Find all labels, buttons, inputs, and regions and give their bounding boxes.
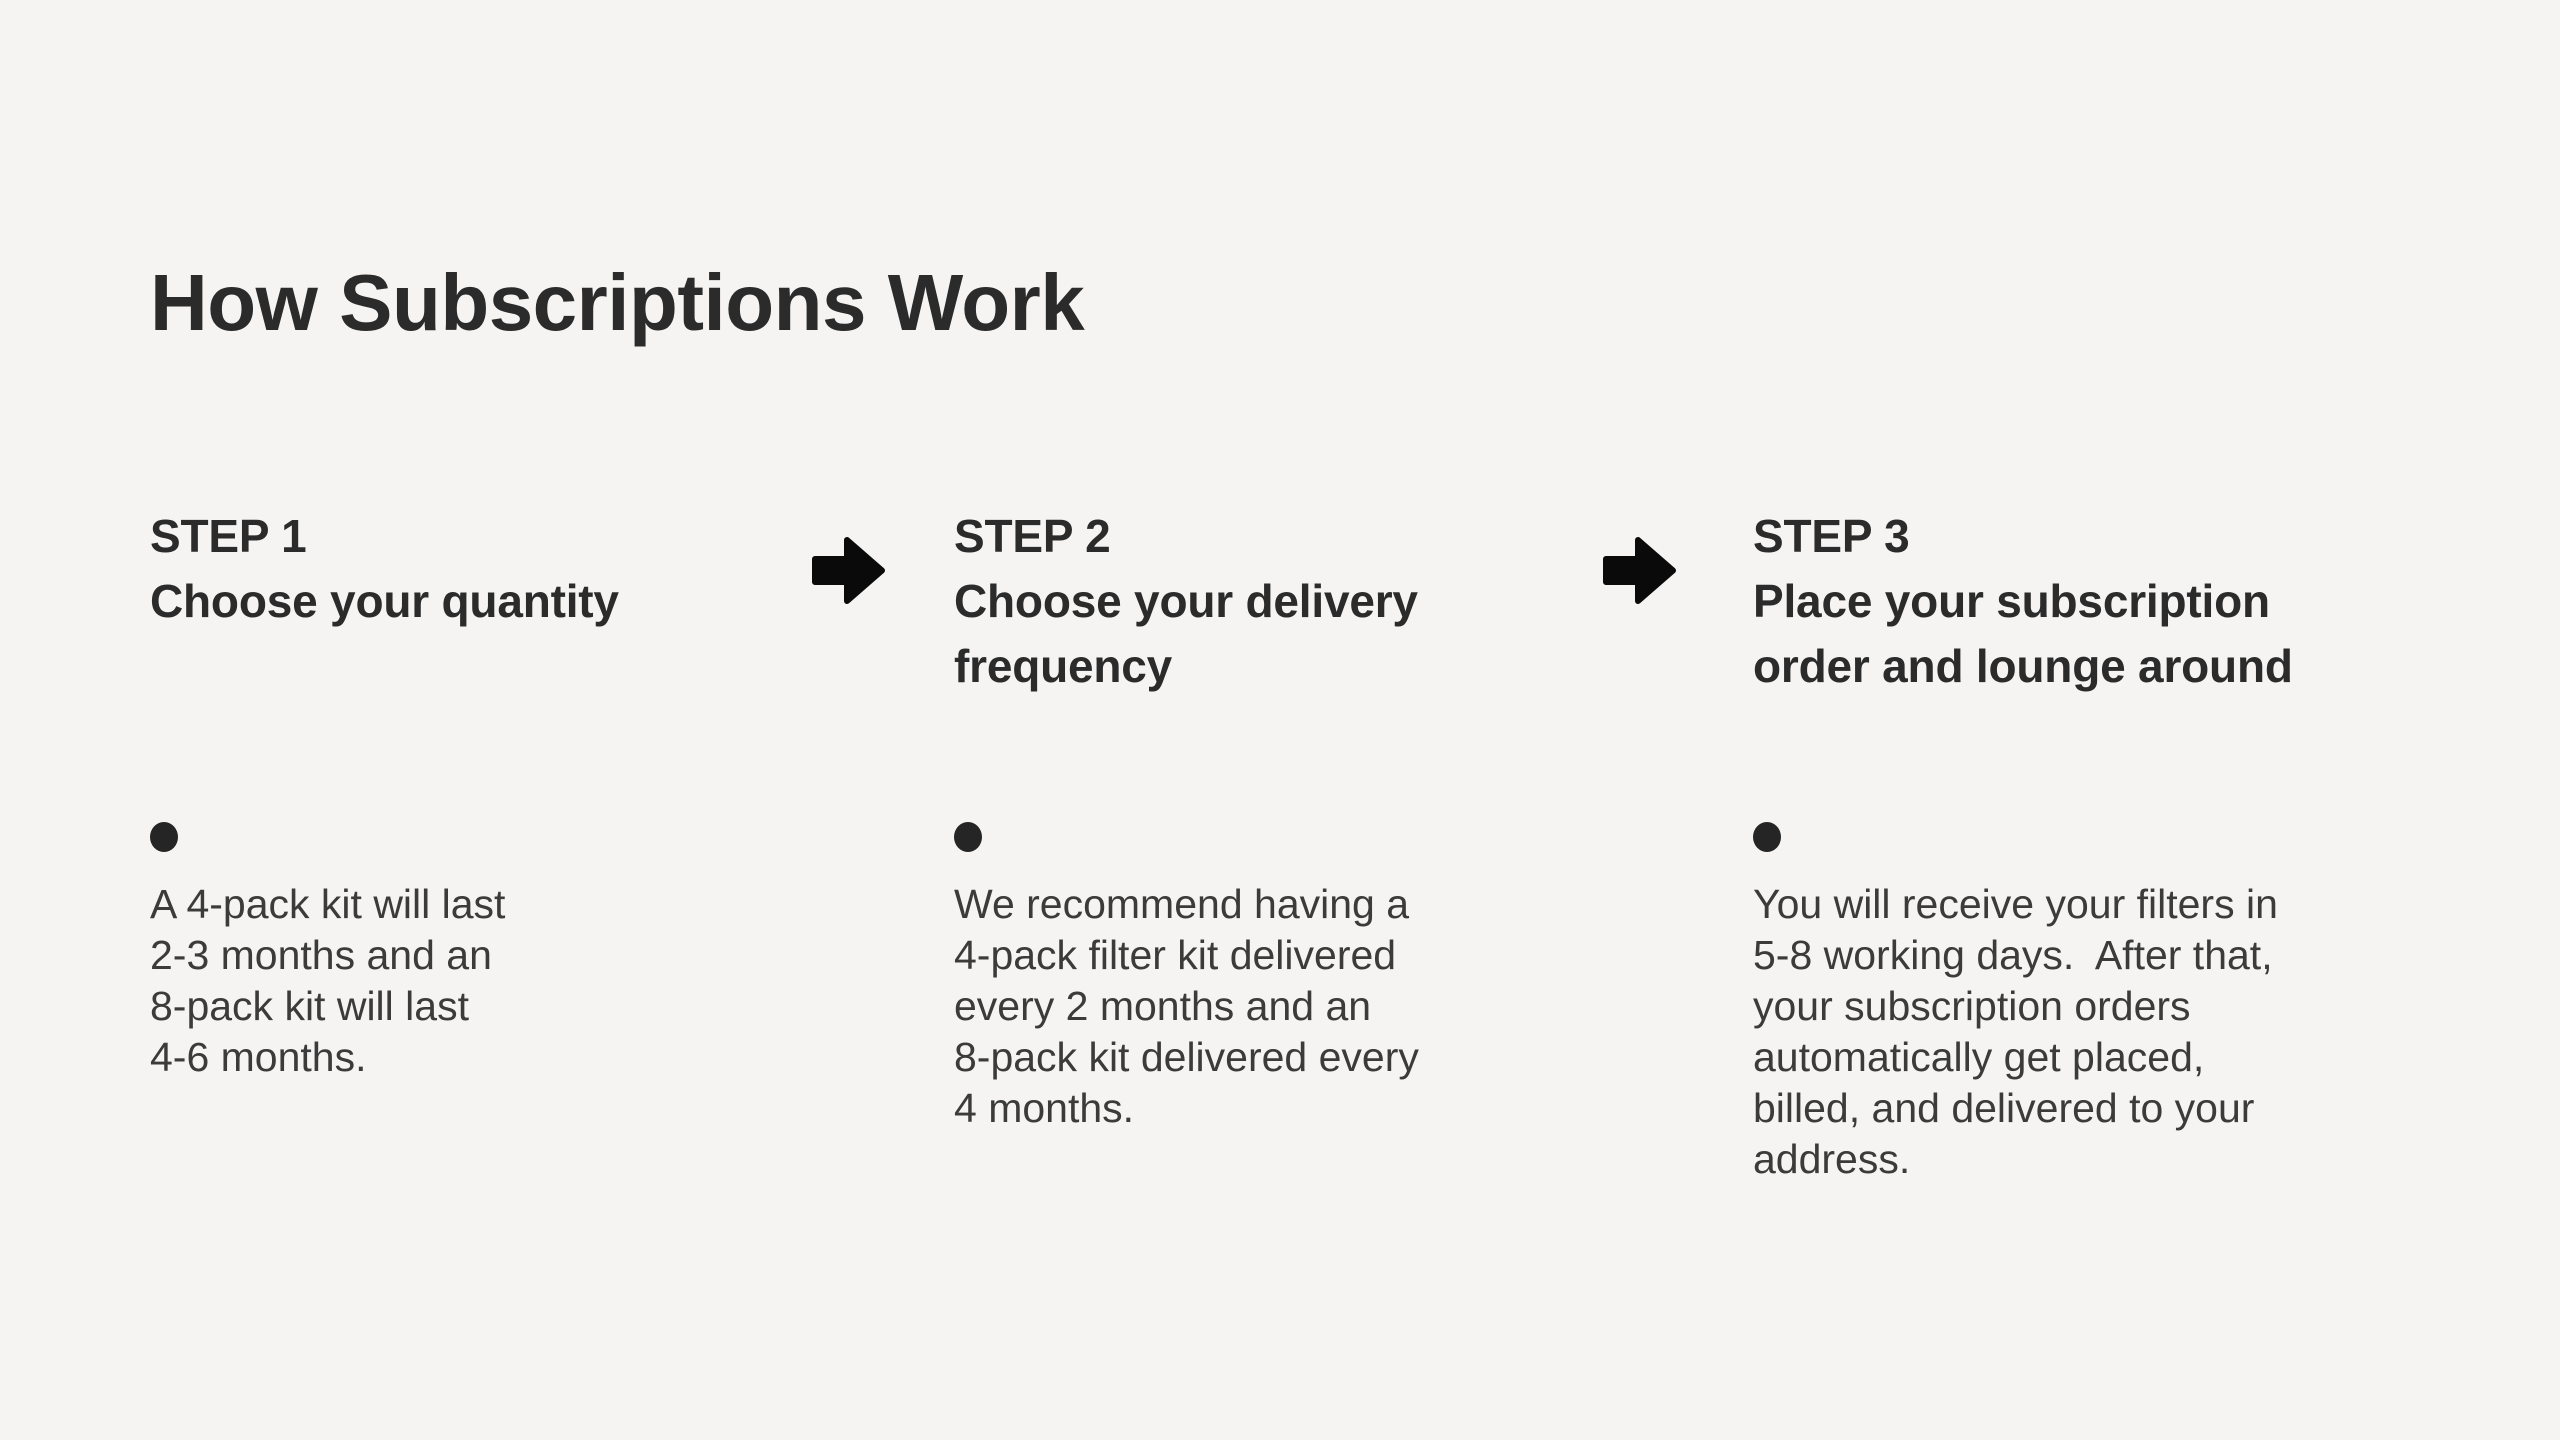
arrow-right-icon	[812, 537, 885, 604]
arrow-right-shape	[812, 537, 885, 604]
step-2-detail: We recommend having a 4-pack filter kit …	[954, 822, 1419, 1134]
step-2-heading: STEP 2 Choose your delivery frequency	[954, 504, 1594, 699]
step-2-title: Choose your delivery frequency	[954, 575, 1418, 692]
bullet-dot-icon	[150, 822, 178, 852]
arrow-right-shape	[1603, 537, 1676, 604]
step-3-detail: You will receive your filters in 5-8 wor…	[1753, 822, 2278, 1185]
step-1-label: STEP 1	[150, 510, 307, 562]
step-1-heading: STEP 1 Choose your quantity	[150, 504, 790, 634]
bullet-dot-icon	[1753, 822, 1781, 852]
step-3-description: You will receive your filters in 5-8 wor…	[1753, 881, 2278, 1182]
step-2-column: STEP 2 Choose your delivery frequency We…	[954, 504, 1594, 1131]
step-3-heading: STEP 3 Place your subscription order and…	[1753, 504, 2453, 699]
step-1-column: STEP 1 Choose your quantity A 4-pack kit…	[150, 504, 790, 1080]
step-1-detail: A 4-pack kit will last 2-3 months and an…	[150, 822, 505, 1083]
step-2-description: We recommend having a 4-pack filter kit …	[954, 881, 1419, 1131]
step-2-label: STEP 2	[954, 510, 1111, 562]
step-1-title: Choose your quantity	[150, 575, 619, 627]
bullet-dot-icon	[954, 822, 982, 852]
arrow-right-icon	[1603, 537, 1676, 604]
section-title: How Subscriptions Work	[150, 258, 1085, 347]
step-1-description: A 4-pack kit will last 2-3 months and an…	[150, 881, 506, 1080]
step-3-title: Place your subscription order and lounge…	[1753, 575, 2293, 692]
step-3-label: STEP 3	[1753, 510, 1910, 562]
step-3-column: STEP 3 Place your subscription order and…	[1753, 504, 2453, 1182]
